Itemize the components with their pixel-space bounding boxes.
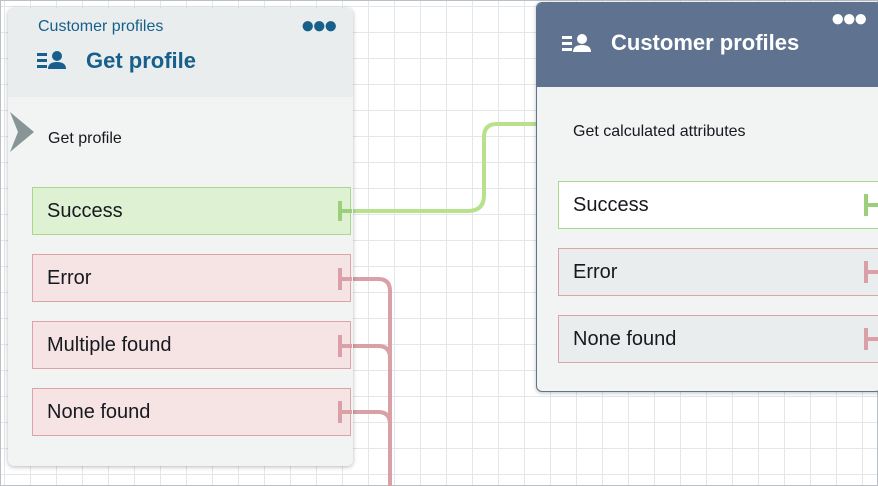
branch-label: None found (573, 327, 677, 350)
customer-profiles-block[interactable]: Customer profiles ●●● Get calculated att… (536, 2, 878, 392)
branch-label: Multiple found (47, 333, 172, 356)
branch-error[interactable]: Error (32, 254, 351, 302)
branch-label: Success (47, 199, 123, 222)
branch-error[interactable]: Error (558, 248, 878, 296)
branch-success[interactable]: Success (558, 181, 878, 229)
branch-label: Success (573, 193, 649, 216)
block-header: Customer profiles Get profile ●●● (8, 8, 353, 97)
block-label: Get calculated attributes (573, 123, 746, 140)
branch-multiple-found[interactable]: Multiple found (32, 321, 351, 369)
block-title: Customer profiles (611, 30, 800, 55)
block-label: Get profile (48, 130, 122, 147)
block-type-label: Customer profiles (38, 18, 164, 35)
success-connector[interactable] (352, 108, 558, 213)
branch-none-found[interactable]: None found (32, 388, 351, 436)
more-dots-icon[interactable]: ●●● (830, 5, 868, 32)
customer-profile-icon (562, 33, 598, 60)
more-dots-icon[interactable]: ●●● (300, 12, 338, 39)
block-title: Get profile (86, 48, 197, 73)
branch-none-found[interactable]: None found (558, 315, 878, 363)
customer-profile-icon (37, 50, 73, 77)
branch-label: Error (573, 260, 618, 283)
branch-success[interactable]: Success (32, 187, 351, 235)
error-connectors[interactable] (352, 277, 392, 486)
block-header: Customer profiles ●●● (537, 3, 878, 87)
input-arrow-icon[interactable] (10, 112, 38, 152)
branch-label: Error (47, 266, 92, 289)
branch-label: None found (47, 400, 151, 423)
get-profile-block[interactable]: Customer profiles Get profile ●●● Get pr… (8, 8, 353, 466)
